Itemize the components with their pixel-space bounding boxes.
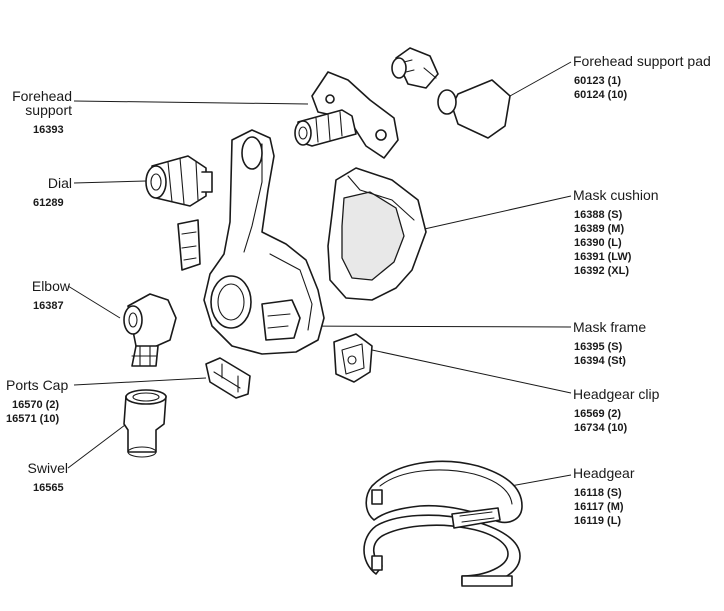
label-ports-cap: Ports Cap: [6, 377, 69, 393]
label-elbow: Elbow: [31, 278, 70, 294]
pn-mask-frame-2: 16394 (St): [574, 355, 626, 367]
label-headgear-clip: Headgear clip: [573, 386, 660, 402]
swivel-part: [123, 389, 167, 458]
leader-dial: [73, 180, 147, 184]
mask-frame-part: [203, 129, 325, 355]
pn-ports-cap-1: 16570 (2): [12, 399, 60, 411]
pn-headgear-clip-2: 16734 (10): [574, 422, 628, 434]
forehead-support-pad-part: [391, 47, 511, 139]
pn-headgear-clip-1: 16569 (2): [574, 408, 622, 420]
leader-elbow: [67, 285, 121, 319]
pn-ports-cap-2: 16571 (10): [6, 413, 60, 425]
label-swivel: Swivel: [27, 460, 68, 476]
leader-swivel: [67, 424, 126, 469]
label-mask-frame: Mask frame: [573, 319, 647, 335]
label-forehead-support-pad: Forehead support pad: [573, 53, 711, 69]
elbow-part: [123, 293, 177, 367]
label-mask-cushion: Mask cushion: [573, 187, 659, 203]
ports-cap-part: [205, 357, 251, 399]
pn-swivel: 16565: [33, 482, 64, 494]
leader-ports-cap: [73, 377, 207, 386]
pn-headgear-3: 16119 (L): [574, 515, 622, 527]
dial-part: [145, 155, 213, 207]
pn-mask-cushion-3: 16390 (L): [574, 237, 622, 249]
label-forehead-support-line1: Forehead: [12, 88, 72, 104]
label-headgear: Headgear: [573, 465, 635, 481]
leader-mask-frame: [291, 325, 572, 328]
pn-headgear-1: 16118 (S): [574, 487, 622, 499]
pn-mask-frame-1: 16395 (S): [574, 341, 623, 353]
pn-mask-cushion-4: 16391 (LW): [574, 251, 632, 263]
small-clip-part: [177, 219, 201, 271]
leader-forehead-support: [73, 100, 309, 105]
pn-forehead-support-pad-2: 60124 (10): [574, 89, 628, 101]
pn-forehead-support: 16393: [33, 124, 64, 136]
forehead-support-part: [294, 71, 399, 159]
pn-dial: 61289: [33, 197, 64, 209]
leader-lines: [67, 61, 572, 489]
label-dial: Dial: [47, 175, 72, 191]
leader-forehead-support-pad: [509, 61, 572, 97]
pn-forehead-support-pad-1: 60123 (1): [574, 75, 622, 87]
mask-cushion-part: [327, 167, 427, 301]
pn-mask-cushion-2: 16389 (M): [574, 223, 625, 235]
pn-elbow: 16387: [33, 300, 64, 312]
leader-headgear-clip: [371, 349, 572, 394]
headgear-part: [363, 460, 523, 587]
headgear-clip-part: [333, 333, 373, 383]
label-forehead-support-line2: support: [25, 102, 72, 118]
pn-headgear-2: 16117 (M): [574, 501, 624, 513]
pn-mask-cushion-5: 16392 (XL): [574, 265, 630, 277]
leader-mask-cushion: [419, 195, 572, 231]
pn-mask-cushion-1: 16388 (S): [574, 209, 623, 221]
